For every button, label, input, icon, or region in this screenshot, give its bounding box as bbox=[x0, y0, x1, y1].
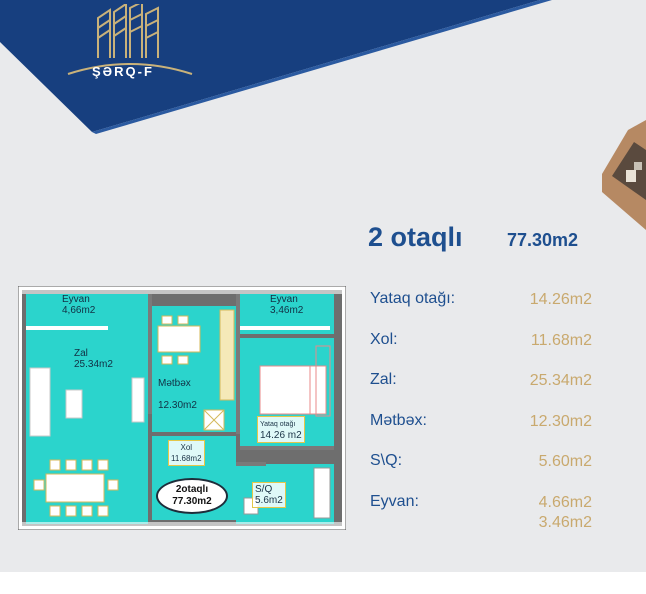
room-name: Mətbəx bbox=[158, 378, 191, 389]
plan-label-kitchen: Mətbəx 12.30m2 bbox=[158, 378, 197, 411]
spec-value: 14.26m2 bbox=[529, 291, 592, 308]
spec-row-kitchen: Mətbəx: 12.30m2 bbox=[370, 412, 592, 453]
plan-label-bathroom: S/Q 5.6m2 bbox=[252, 482, 286, 508]
spec-row-living: Zal: 25.34m2 bbox=[370, 371, 592, 412]
spec-label: Zal: bbox=[370, 371, 397, 388]
header-banner bbox=[0, 0, 552, 134]
plan-label-hall: Xol 11.68m2 bbox=[168, 440, 205, 466]
brochure-canvas: ŞƏRQ-F 2 otaqlı 77.30m2 Yataq otağı: 14.… bbox=[0, 0, 646, 572]
brand-name: ŞƏRQ-F bbox=[92, 64, 154, 79]
room-area: 25.34m2 bbox=[74, 359, 113, 370]
plan-label-living: Zal 25.34m2 bbox=[74, 348, 113, 370]
room-name: Xol bbox=[180, 443, 193, 452]
spec-value: 25.34m2 bbox=[529, 372, 592, 389]
spec-value-line: 4.66m2 bbox=[538, 493, 592, 511]
spec-value: 4.66m2 3.46m2 bbox=[539, 493, 592, 533]
spec-row-bathroom: S\Q: 5.60m2 bbox=[370, 452, 592, 493]
badge-type: 2otaqlı bbox=[175, 484, 209, 495]
spec-label: Mətbəx: bbox=[370, 411, 427, 429]
room-name: S/Q bbox=[255, 484, 273, 495]
company-logo bbox=[67, 4, 193, 75]
apartment-total-area: 77.30m2 bbox=[507, 230, 579, 250]
spec-label: Eyvan: bbox=[370, 492, 419, 510]
room-area: 3,46m2 bbox=[270, 305, 304, 316]
room-name: Eyvan bbox=[62, 294, 90, 305]
room-name: Yataq otağı bbox=[260, 421, 296, 428]
room-area: 14.26 m2 bbox=[260, 430, 302, 441]
apartment-3d-preview bbox=[602, 120, 646, 230]
spec-value: 12.30m2 bbox=[529, 412, 592, 430]
room-area: 5.6m2 bbox=[255, 495, 283, 506]
room-name: Eyvan bbox=[270, 294, 298, 305]
room-area: 11.68m2 bbox=[171, 454, 202, 463]
spec-row-balcony: Eyvan: 4.66m2 3.46m2 bbox=[370, 493, 592, 534]
spec-label: Yataq otağı: bbox=[370, 290, 456, 307]
plan-label-bedroom: Yataq otağı 14.26 m2 bbox=[257, 416, 305, 443]
room-area: 12.30m2 bbox=[158, 400, 197, 411]
room-area: 4,66m2 bbox=[62, 305, 96, 316]
plan-label-balcony-left: Eyvan 4,66m2 bbox=[62, 294, 95, 316]
apartment-type-badge: 2otaqlı 77.30m2 bbox=[156, 478, 228, 514]
spec-value: 5.60m2 bbox=[538, 453, 592, 470]
floor-plan bbox=[18, 286, 346, 530]
plan-label-balcony-right: Eyvan 3,46m2 bbox=[270, 294, 303, 316]
apartment-title: 2 otaqlı bbox=[368, 222, 463, 252]
spec-value: 11.68m2 bbox=[530, 331, 592, 349]
badge-area: 77.30m2 bbox=[172, 496, 212, 507]
spec-row-bedroom: Yataq otağı: 14.26m2 bbox=[370, 290, 592, 331]
spec-label: Xol: bbox=[370, 330, 398, 348]
area-spec-list: Yataq otağı: 14.26m2 Xol: 11.68m2 Zal: 2… bbox=[370, 290, 592, 533]
spec-row-hall: Xol: 11.68m2 bbox=[370, 331, 592, 372]
room-name: Zal bbox=[74, 348, 88, 359]
spec-value-line: 3.46m2 bbox=[538, 513, 592, 531]
spec-label: S\Q: bbox=[370, 452, 403, 469]
